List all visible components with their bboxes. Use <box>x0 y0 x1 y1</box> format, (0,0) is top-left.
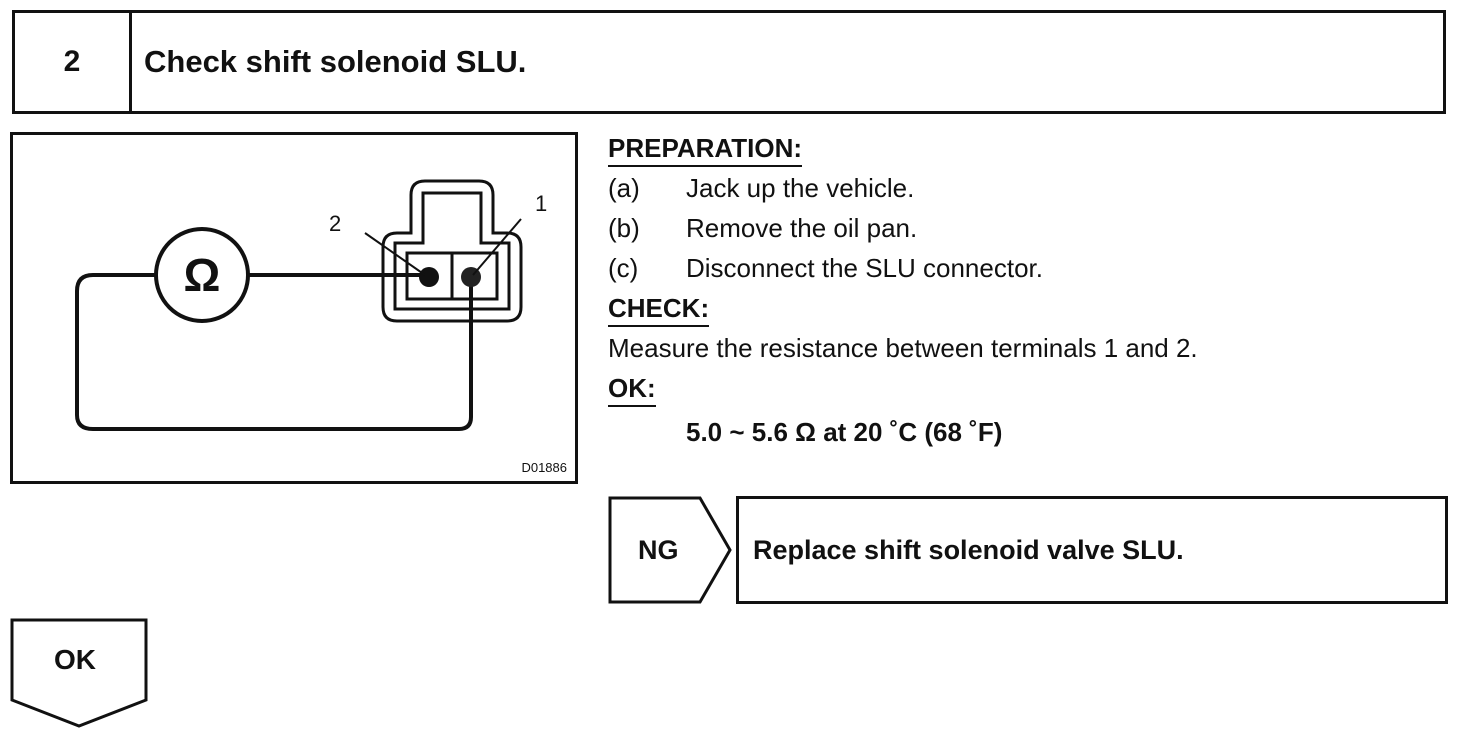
ok-arrow-icon <box>10 618 148 728</box>
ohmmeter-icon <box>154 227 250 323</box>
terminal-1-leader <box>472 218 522 276</box>
ng-arrow-icon <box>608 496 732 604</box>
list-item: (a) Jack up the vehicle. <box>608 168 1448 208</box>
step-header: 2 Check shift solenoid SLU. <box>12 10 1446 114</box>
step-label: (c) <box>608 253 639 283</box>
ok-heading: OK: <box>608 371 656 407</box>
ng-label: NG <box>638 535 679 565</box>
list-item: (b) Remove the oil pan. <box>608 208 1448 248</box>
step-number: 2 <box>15 13 132 111</box>
connector-inner <box>393 191 511 311</box>
terminal-1-label: 1 <box>535 191 548 216</box>
resistance-spec: 5.0 ~ 5.6 Ω at 20 ˚C (68 ˚F) <box>686 417 1003 447</box>
ohmmeter-wire <box>75 273 473 431</box>
step-text: Disconnect the SLU connector. <box>686 253 1043 283</box>
figure-code: D01886 <box>521 460 567 475</box>
terminal-2-label: 2 <box>329 211 342 236</box>
ohm-symbol: Ω <box>183 249 221 301</box>
terminal-2-pin <box>419 267 439 287</box>
ng-action: Replace shift solenoid valve SLU. <box>736 496 1448 604</box>
connector-diagram <box>75 179 523 431</box>
step-label: (a) <box>608 173 640 203</box>
ng-tag: NG <box>608 496 734 604</box>
check-heading: CHECK: <box>608 291 710 327</box>
step-title: Check shift solenoid SLU. <box>144 44 527 79</box>
list-item: (c) Disconnect the SLU connector. <box>608 248 1448 288</box>
ok-label: OK <box>54 644 96 675</box>
instructions: PREPARATION: (a) Jack up the vehicle. (b… <box>608 128 1448 452</box>
ok-tag: OK <box>10 618 150 730</box>
terminal-2-leader <box>364 232 426 276</box>
step-label: (b) <box>608 213 640 243</box>
check-text: Measure the resistance between terminals… <box>608 333 1198 363</box>
step-text: Jack up the vehicle. <box>686 173 915 203</box>
preparation-heading: PREPARATION: <box>608 131 803 167</box>
wiring-figure: Ω 2 1 D01886 <box>10 132 578 484</box>
connector-outer <box>381 179 523 323</box>
step-text: Remove the oil pan. <box>686 213 918 243</box>
